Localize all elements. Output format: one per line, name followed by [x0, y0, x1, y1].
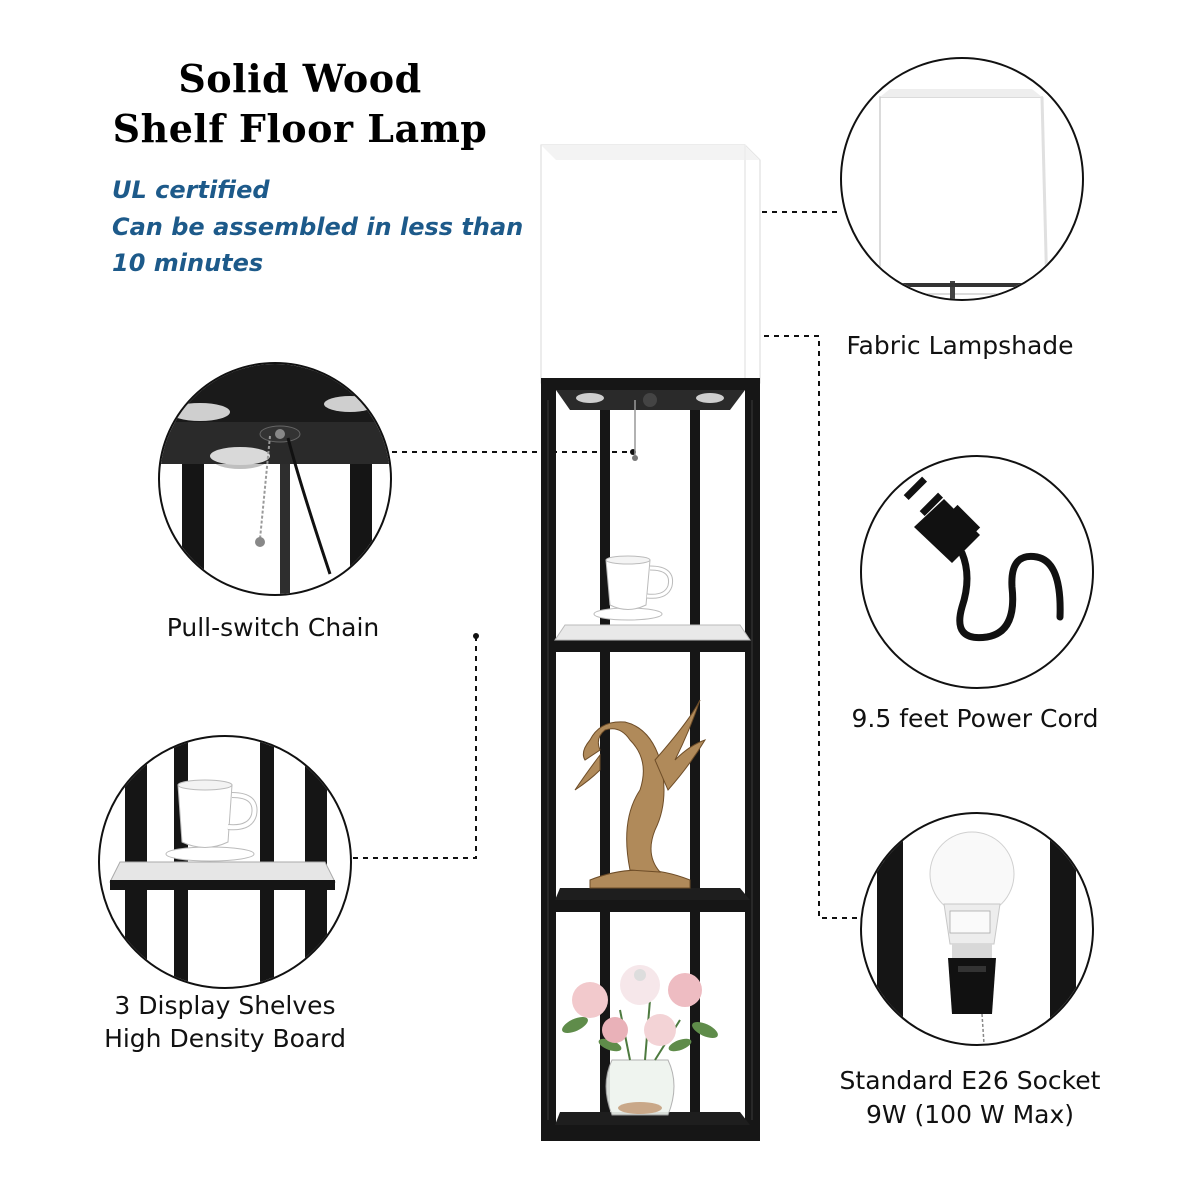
- bottom-shelf: [555, 1112, 750, 1125]
- socket-detail-circle: [860, 812, 1094, 1046]
- cup-shelf-glass: [554, 624, 751, 641]
- teacup: [593, 555, 674, 621]
- feature-ul-certified: UL certified: [112, 176, 270, 204]
- lampshade-detail-image: [879, 89, 1050, 299]
- bulb-socket-detail-image: [877, 814, 1076, 1044]
- power-cord-detail-circle: [860, 455, 1094, 689]
- leader-dot-shelves: [473, 633, 479, 639]
- title-line-2: Shelf Floor Lamp: [112, 106, 488, 151]
- wood-grain: [547, 400, 753, 1120]
- plug-icon: [903, 476, 1064, 642]
- middle-shelf: [555, 888, 750, 900]
- title-line-1: Solid Wood: [178, 56, 422, 101]
- leader-socket: [714, 335, 860, 919]
- label-power-cord: 9.5 feet Power Cord: [851, 704, 1099, 733]
- label-socket-line1: Standard E26 Socket: [839, 1066, 1101, 1095]
- label-shelves-line1: 3 Display Shelves: [114, 991, 336, 1020]
- lampshade-detail-circle: [840, 57, 1084, 301]
- label-socket-line2: 9W (100 W Max): [865, 1100, 1075, 1129]
- feature-assembly-time: 10 minutes: [112, 249, 264, 277]
- lampshade-top: [541, 145, 760, 160]
- pull-switch-detail-image: [160, 364, 390, 594]
- pull-switch-detail-circle: [158, 362, 392, 596]
- feature-assembly: Can be assembled in less than: [112, 213, 524, 241]
- shelves-detail-circle: [98, 735, 352, 989]
- label-pull-switch-chain: Pull-switch Chain: [166, 613, 380, 642]
- flower-vase: [562, 965, 718, 1116]
- leader-shelves: [322, 636, 477, 859]
- shelves-detail-image: [109, 737, 336, 987]
- lampshade: [540, 144, 761, 384]
- horse-statue: [574, 699, 707, 889]
- label-fabric-lampshade: Fabric Lampshade: [846, 331, 1074, 360]
- label-shelves-line2: High Density Board: [104, 1024, 346, 1053]
